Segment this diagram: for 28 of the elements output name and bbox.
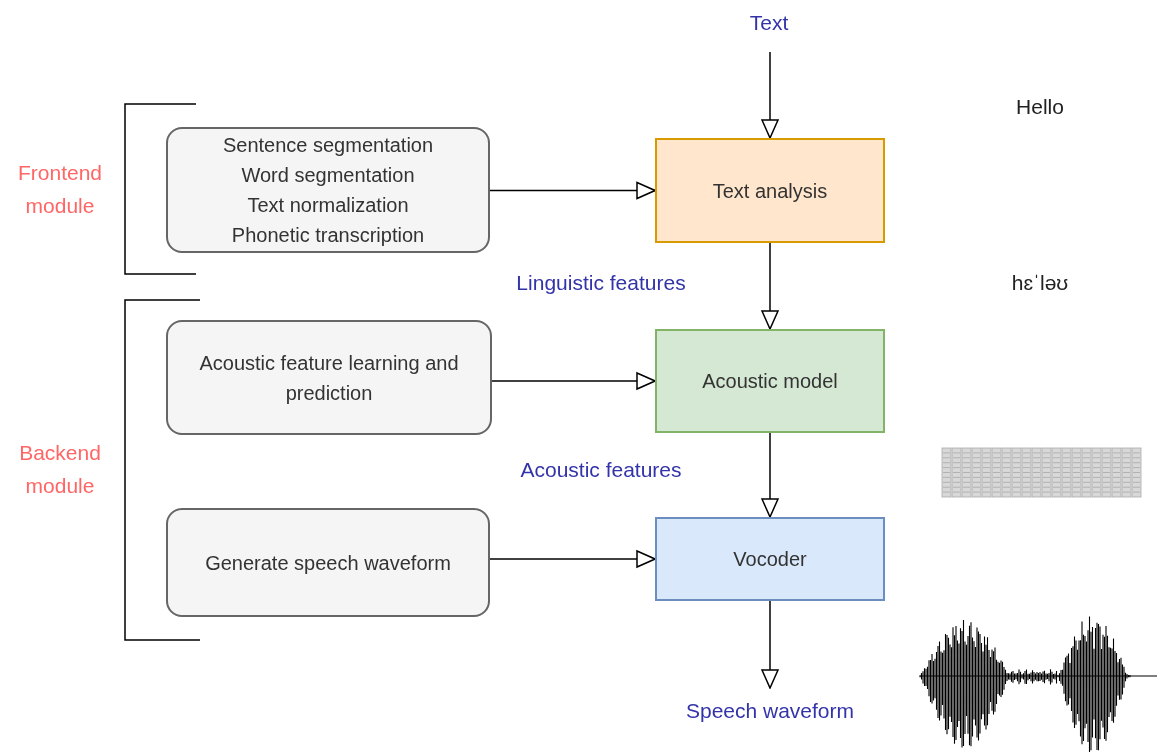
flow-label: Text	[749, 10, 789, 37]
arrow	[761, 242, 779, 330]
box-text: Generate speech waveform	[205, 550, 451, 576]
box-text: Text normalization	[247, 193, 409, 218]
step-description-box	[166, 127, 490, 253]
module-label: Frontend module	[16, 160, 104, 219]
box-text: Vocoder	[733, 547, 807, 572]
step-description-box	[166, 320, 492, 435]
module-label: Backend module	[18, 440, 102, 499]
box-text: Text analysis	[712, 178, 828, 204]
box-text: Acoustic feature learning and prediction	[198, 350, 460, 406]
box-text: Sentence segmentation	[222, 133, 434, 158]
step-description-box	[166, 508, 490, 617]
process-box	[655, 138, 885, 243]
arrow	[491, 372, 656, 390]
flow-label: Speech waveform	[685, 698, 855, 725]
arrow	[489, 550, 656, 568]
arrow	[761, 600, 779, 689]
arrow	[489, 181, 656, 200]
process-box	[655, 329, 885, 433]
box-text: Word segmentation	[241, 163, 415, 188]
arrow	[761, 432, 779, 518]
phonetic-text: hɛˈləʊ	[1011, 271, 1069, 295]
box-text: Phonetic transcription	[231, 223, 425, 248]
example-text: Hello	[1016, 95, 1064, 119]
box-text: Acoustic model	[702, 369, 838, 394]
process-box	[655, 517, 885, 601]
arrow	[761, 51, 779, 139]
